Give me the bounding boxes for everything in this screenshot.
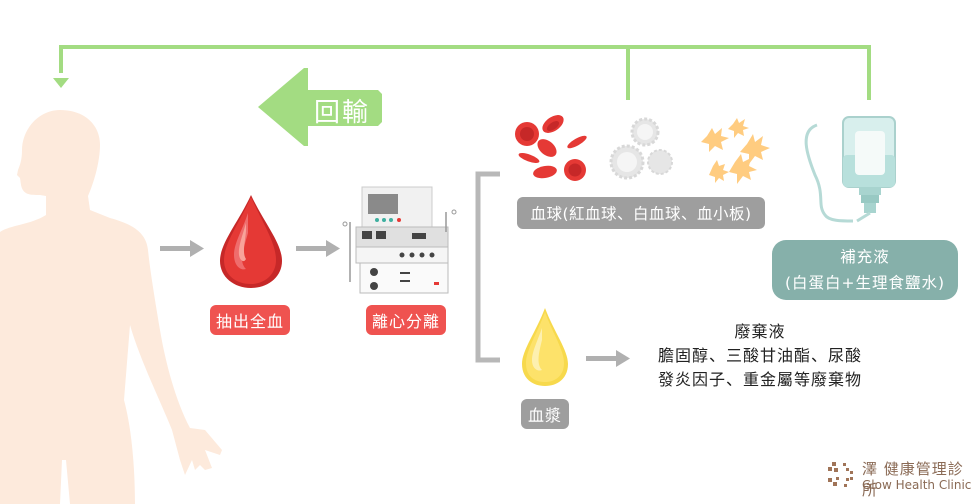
human-body-icon xyxy=(0,110,222,504)
replacement-fluid-tag: 補充液 (白蛋白+生理食鹽水) xyxy=(772,240,958,300)
step-draw-tag: 抽出全血 xyxy=(210,305,290,335)
waste-line-1: 膽固醇、三酸甘油酯、尿酸 xyxy=(657,346,862,365)
clinic-name-en: Glow Health Clinic xyxy=(862,478,972,492)
blood-drop-icon xyxy=(220,195,282,288)
waste-title: 廢棄液 xyxy=(734,322,786,341)
return-label: 回輸 xyxy=(314,98,371,128)
flow-arrow-2 xyxy=(296,240,340,257)
waste-line-2: 發炎因子、重金屬等廢棄物 xyxy=(657,370,862,389)
plasma-drop-icon xyxy=(522,308,568,386)
replacement-fluid-detail: (白蛋白+生理食鹽水) xyxy=(784,274,946,292)
white-blood-cells-icon xyxy=(609,117,673,180)
return-arrow-icon xyxy=(258,68,382,146)
plasma-tag: 血漿 xyxy=(521,399,569,429)
iv-bag-icon xyxy=(804,116,896,223)
replacement-fluid-title: 補充液 xyxy=(840,248,890,266)
clinic-name-cn: 澤 健康管理診所 xyxy=(862,460,964,499)
waste-description: 廢棄液 膽固醇、三酸甘油酯、尿酸 發炎因子、重金屬等廢棄物 xyxy=(630,320,890,392)
separation-bracket xyxy=(475,171,500,363)
flow-arrow-1 xyxy=(160,240,204,257)
step-separate-tag: 離心分離 xyxy=(366,305,446,335)
apheresis-machine-icon xyxy=(342,186,457,294)
platelets-icon xyxy=(701,118,770,184)
flow-arrow-3 xyxy=(586,350,630,367)
blood-cells-tag: 血球(紅血球、白血球、血小板) xyxy=(517,197,765,229)
clinic-logo-icon xyxy=(828,462,853,487)
red-blood-cells-icon xyxy=(515,115,587,181)
